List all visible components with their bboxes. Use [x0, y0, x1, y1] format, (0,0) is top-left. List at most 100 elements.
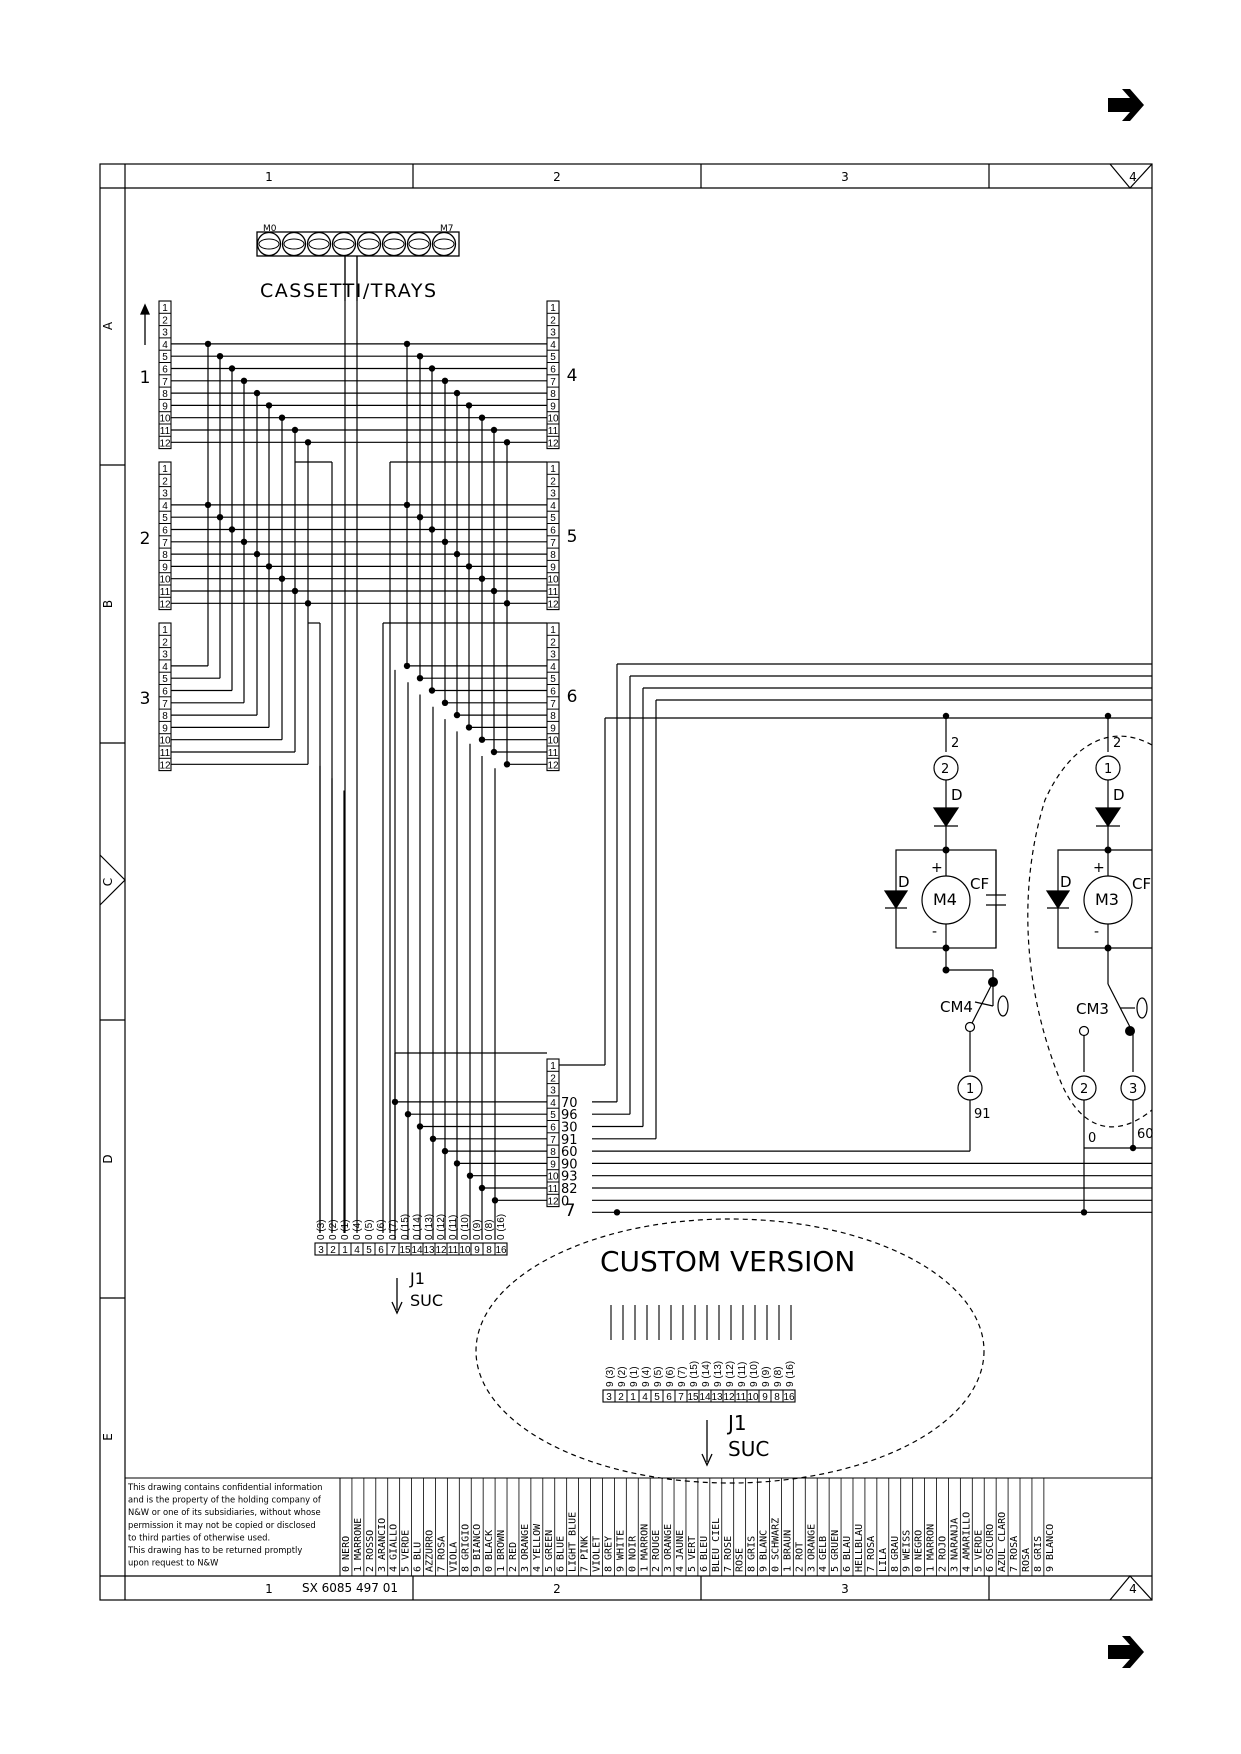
connector-pin: 1 — [550, 303, 556, 314]
connector-7-wire-code: 70 — [561, 1096, 578, 1111]
j1-sub: SUC — [410, 1291, 443, 1310]
junction-dot — [428, 526, 436, 533]
j1-wire-label: 0 (16) — [496, 1214, 507, 1240]
connector-pin: 10 — [547, 736, 559, 747]
arrow-right-icon[interactable] — [1108, 1636, 1144, 1668]
connector-7-wire-code: 93 — [561, 1170, 578, 1185]
color-legend-entry: 3 ORANGE — [663, 1524, 674, 1572]
color-legend-entry: 3 ORANGE — [520, 1524, 531, 1572]
color-legend-entry: 8 GRIGIO — [460, 1524, 471, 1572]
coil-winding — [358, 238, 380, 250]
m4-side-diode-label: D — [898, 873, 910, 891]
color-legend-entry: 8 GRAU — [890, 1536, 901, 1572]
j1-pin: 3 — [318, 1245, 324, 1256]
color-legend-entry: 7 PINK — [580, 1536, 591, 1572]
color-legend-entry: AZUL CLARO — [997, 1512, 1008, 1572]
junction-dot — [204, 501, 212, 509]
custom-j1-pin: 7 — [678, 1392, 684, 1403]
junction-dot — [204, 340, 212, 348]
color-legend-entry: 5 GRUEN — [830, 1530, 841, 1572]
junction-dot — [304, 600, 312, 607]
color-legend-entry: 2 ROT — [794, 1542, 805, 1572]
m4-switch-label: CM4 — [940, 998, 973, 1016]
connector-pin: 7 — [550, 699, 556, 710]
connector-pin: 12 — [547, 760, 559, 771]
m4-minus: - — [932, 924, 937, 940]
connector-pin: 1 — [162, 303, 168, 314]
color-legend-entry: 4 GELB — [818, 1536, 829, 1572]
junction-dot — [490, 426, 498, 434]
legend-note-line: This drawing contains confidential infor… — [127, 1482, 322, 1492]
m4-plus: + — [931, 860, 943, 876]
junction-dot — [240, 538, 248, 545]
custom-version-title: CUSTOM VERSION — [600, 1245, 855, 1278]
coil-winding — [308, 238, 330, 250]
connector-pin: 10 — [159, 575, 171, 586]
color-legend-entry: 8 GRIS — [747, 1536, 758, 1572]
arrow-right-icon[interactable] — [1108, 89, 1144, 121]
junction-dot — [240, 377, 248, 384]
connector-pin: 6 — [162, 526, 168, 537]
connector-pin: 8 — [162, 711, 168, 722]
coil — [281, 231, 307, 257]
column-label-top: 1 — [265, 170, 273, 184]
j1-pin: 12 — [435, 1245, 447, 1256]
connector-pin: 2 — [162, 315, 168, 326]
connector-pin: 4 — [550, 340, 556, 351]
connector-pin: 3 — [162, 650, 168, 661]
custom-j1-pin: 2 — [618, 1392, 624, 1403]
j1-wire-label: 0 (14) — [412, 1214, 423, 1240]
custom-j1-wire-label: 9 (7) — [677, 1366, 688, 1387]
color-legend-entry: 0 NERO — [341, 1536, 352, 1572]
junction-dot — [278, 414, 286, 421]
j1-wire-label: 0 (7) — [388, 1219, 399, 1240]
connector-pin: 10 — [547, 575, 559, 586]
coil — [331, 231, 357, 257]
j1-pin: 16 — [495, 1245, 507, 1256]
custom-j1-wire-label: 9 (14) — [701, 1361, 712, 1387]
color-legend-entry: 7 ROSE — [723, 1536, 734, 1572]
color-legend-entry: 9 WHITE — [615, 1530, 626, 1572]
coil-label-first: M0 — [263, 224, 277, 234]
junction-dot — [490, 587, 498, 595]
junction-dot — [478, 1184, 486, 1192]
junction-dot — [304, 439, 312, 446]
connector-pin: 12 — [159, 599, 171, 610]
j1-pin: 15 — [399, 1245, 411, 1256]
j1-wire-label: 0 (5) — [364, 1219, 375, 1240]
color-legend-entry: 6 BLEU — [699, 1536, 710, 1572]
m3-switch-label: CM3 — [1076, 1000, 1109, 1018]
custom-j1-wire-label: 9 (3) — [605, 1366, 616, 1387]
connector-pin: 3 — [162, 489, 168, 500]
color-legend-entry: LILA — [878, 1548, 889, 1572]
custom-j1-wire-label: 9 (10) — [749, 1361, 760, 1387]
coil-winding — [383, 238, 405, 250]
connector-pin: 3 — [550, 328, 556, 339]
color-legend-entry: 4 GIALLO — [389, 1524, 400, 1572]
connector-pin: 9 — [550, 562, 556, 573]
connector-pin: 5 — [550, 1110, 556, 1121]
j1-wire-label: 0 (9) — [472, 1219, 483, 1240]
connector-pin: 11 — [548, 426, 559, 437]
connector-pin: 8 — [550, 550, 556, 561]
junction-dot — [416, 1123, 424, 1130]
connector-pin: 10 — [547, 1172, 559, 1183]
connector-1-label: 1 — [140, 368, 151, 388]
connector-4-label: 4 — [567, 366, 578, 386]
coil — [356, 231, 382, 257]
coil-winding — [408, 238, 430, 250]
connector-pin: 4 — [550, 501, 556, 512]
color-legend-entry: 6 BLUE — [556, 1536, 567, 1572]
color-legend-entry: 2 ROUGE — [651, 1530, 662, 1572]
connector-pin: 8 — [162, 550, 168, 561]
coil — [406, 231, 432, 257]
m4-cap-label: CF — [970, 875, 989, 893]
junction-dot — [216, 353, 224, 360]
connector-pin: 1 — [550, 1061, 556, 1072]
junction-dot — [441, 1147, 449, 1155]
junction-dot — [491, 1197, 499, 1204]
connector-pin: 11 — [548, 748, 559, 759]
